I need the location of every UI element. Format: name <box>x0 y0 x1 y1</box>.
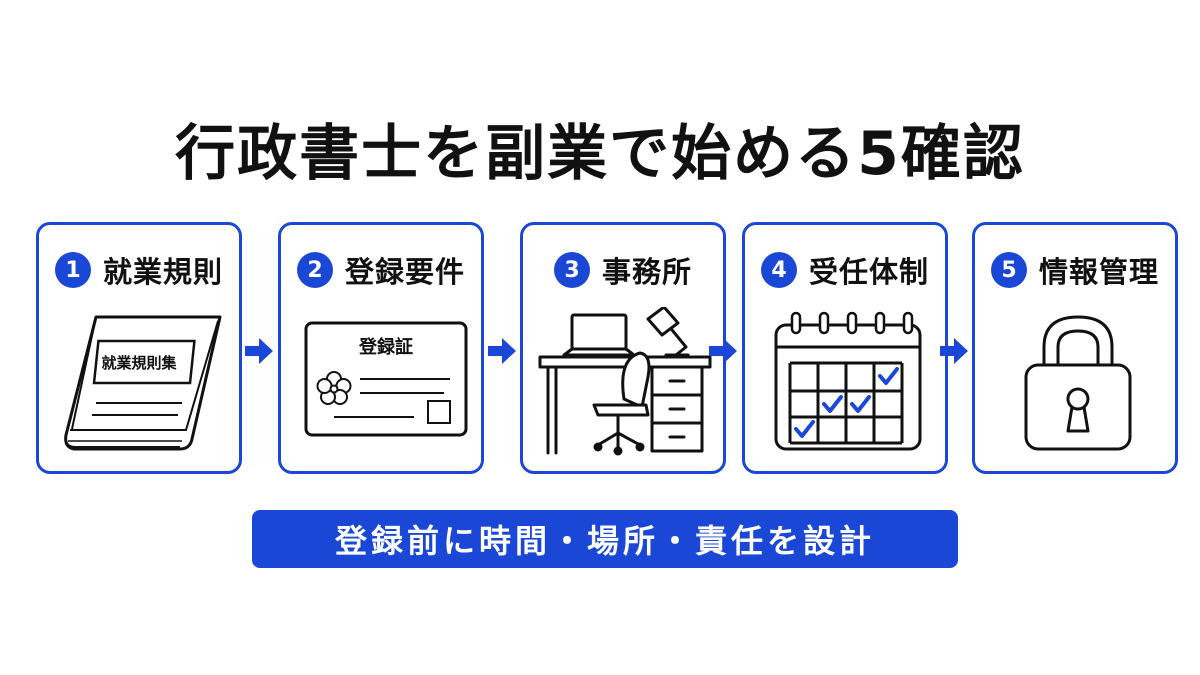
calendar-icon <box>774 311 922 451</box>
step-card-1: 1 就業規則 就業規則集 <box>36 222 242 474</box>
arrow-right-icon <box>709 338 737 364</box>
step-label: 事務所 <box>601 255 692 289</box>
step-number-badge: 1 <box>54 252 91 288</box>
registration-card-icon: 登録証 <box>304 321 468 437</box>
arrow-right-icon <box>245 338 273 364</box>
page-title: 行政書士を副業で始める5確認 <box>175 118 1025 189</box>
rulebook-icon: 就業規則集 <box>64 315 222 451</box>
step-number-badge: 5 <box>990 252 1027 288</box>
step-number-badge: 2 <box>296 252 333 288</box>
office-desk-icon <box>538 307 712 456</box>
step-card-2: 2 登録要件 登録証 <box>278 222 484 474</box>
step-header: 3 事務所 <box>523 245 723 295</box>
step-header: 5 情報管理 <box>975 245 1175 295</box>
step-label: 受任体制 <box>808 255 929 289</box>
summary-banner: 登録前に時間・場所・責任を設計 <box>252 510 958 568</box>
step-number-badge: 3 <box>553 252 590 288</box>
step-header: 4 受任体制 <box>745 245 945 295</box>
rulebook-cover-text: 就業規則集 <box>101 354 177 372</box>
arrow-right-icon <box>940 338 968 364</box>
step-number-badge: 4 <box>760 252 797 288</box>
step-label: 登録要件 <box>344 255 465 289</box>
card-title-text: 登録証 <box>358 336 413 358</box>
step-header: 1 就業規則 <box>39 245 239 295</box>
step-label: 情報管理 <box>1038 255 1159 289</box>
step-card-4: 4 受任体制 <box>742 222 948 474</box>
step-card-5: 5 情報管理 <box>972 222 1178 474</box>
step-header: 2 登録要件 <box>281 245 481 295</box>
padlock-icon <box>1024 315 1132 451</box>
arrow-right-icon <box>488 338 516 364</box>
step-label: 就業規則 <box>102 255 223 289</box>
step-card-3: 3 事務所 <box>520 222 726 474</box>
